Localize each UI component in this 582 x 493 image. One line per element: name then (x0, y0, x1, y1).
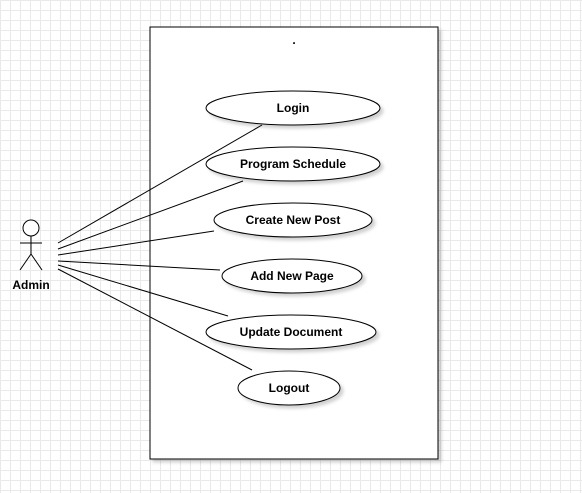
use-case-label: Update Document (240, 325, 343, 339)
use-case-update-document[interactable]: Update Document (205, 314, 377, 350)
association-update-document[interactable] (57, 264, 229, 317)
use-case-label: Create New Post (246, 213, 341, 227)
use-case-label: Login (277, 101, 310, 115)
association-add-new-page[interactable] (57, 260, 221, 271)
actor-label: Admin (12, 278, 49, 292)
use-case-login[interactable]: Login (205, 90, 381, 126)
use-case-add-new-page[interactable]: Add New Page (221, 258, 363, 294)
stick-figure-icon (19, 219, 43, 271)
use-case-create-new-post[interactable]: Create New Post (213, 202, 373, 238)
use-case-label: Add New Page (250, 269, 334, 283)
use-case-logout[interactable]: Logout (237, 370, 341, 406)
association-create-new-post[interactable] (57, 230, 215, 256)
system-title: . (292, 33, 295, 47)
actor-admin[interactable]: Admin (12, 219, 50, 292)
use-case-program-schedule[interactable]: Program Schedule (205, 146, 381, 182)
association-login[interactable] (57, 124, 263, 244)
use-case-label: Program Schedule (240, 157, 346, 171)
associations (57, 124, 263, 371)
use-case-label: Logout (269, 381, 310, 395)
association-program-schedule[interactable] (57, 180, 244, 250)
association-logout[interactable] (57, 268, 253, 371)
